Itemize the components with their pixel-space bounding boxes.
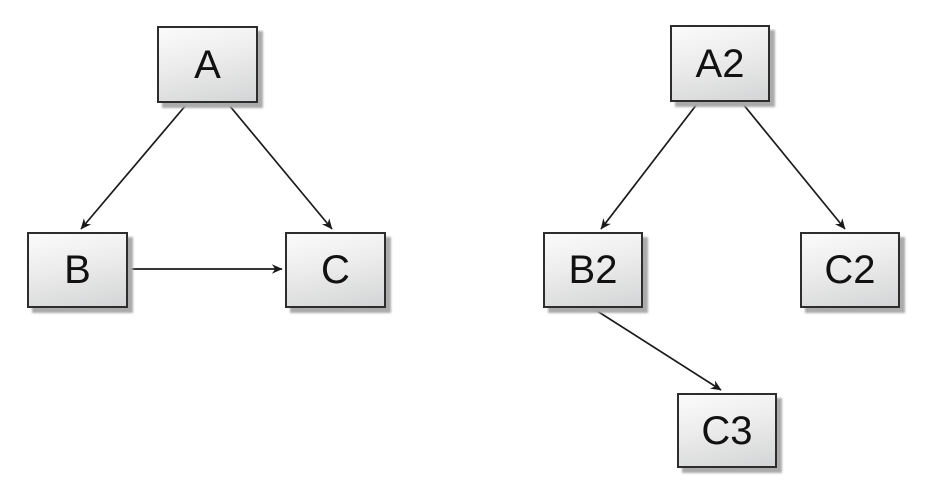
- edge-A2-to-C2: [742, 103, 846, 230]
- graph-node-label: B2: [568, 248, 618, 292]
- edge-A-to-B: [80, 104, 187, 230]
- node-C3[interactable]: C3: [677, 393, 777, 468]
- graph-node-label: C2: [824, 248, 876, 292]
- graph-node-label: A2: [695, 41, 745, 86]
- node-A2[interactable]: A2: [670, 25, 770, 102]
- edge-A-to-C: [228, 104, 333, 230]
- node-B[interactable]: B: [27, 232, 128, 308]
- edge-A2-to-B2: [600, 103, 698, 230]
- graph-node-label: A: [194, 42, 221, 87]
- graph-node-label: C3: [701, 408, 753, 453]
- node-A[interactable]: A: [157, 26, 258, 103]
- edge-B2-to-C3: [593, 308, 722, 391]
- graph-node-label: C: [321, 248, 350, 292]
- node-C2[interactable]: C2: [800, 232, 900, 308]
- node-B2[interactable]: B2: [543, 232, 643, 308]
- graph-node-label: B: [64, 248, 91, 292]
- node-C[interactable]: C: [285, 232, 386, 308]
